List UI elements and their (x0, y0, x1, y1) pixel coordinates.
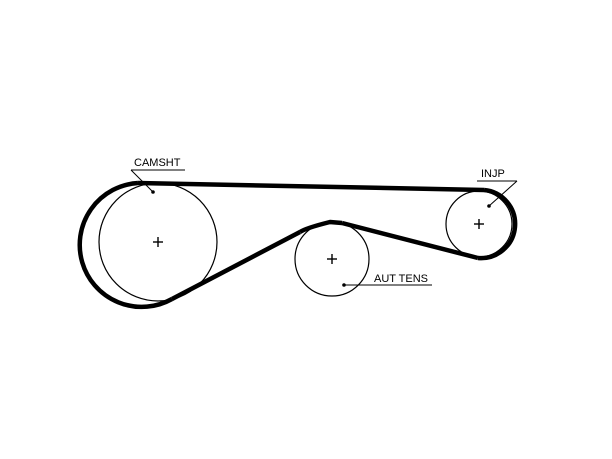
injection-pump-pulley-outline (445, 190, 513, 258)
camshaft-pulley-outline (98, 182, 218, 302)
belt-injp-wrap (477, 187, 518, 261)
belt-camshaft-wrap (77, 180, 174, 310)
camshaft-callout: CAMSHT (130, 157, 185, 194)
auto-tensioner-pulley-outline (294, 221, 370, 297)
injp-leader-diagonal (488, 180, 518, 207)
belt-lower-run-left (170, 230, 302, 301)
camshaft-leader-dot (151, 190, 155, 194)
belt-lower-run-right (341, 220, 479, 261)
camshaft-label: CAMSHT (134, 157, 181, 169)
injp-leader-dot (487, 204, 491, 208)
camshaft-leader-diagonal (130, 169, 154, 193)
auto-tensioner-pulley (294, 221, 370, 297)
auto-tensioner-label: AUT TENS (374, 273, 428, 285)
tensioner-leader-dot (342, 283, 346, 287)
injection-pump-pulley (445, 190, 513, 258)
injection-pump-callout: INJP (477, 168, 518, 208)
belt-top-run (137, 180, 485, 193)
injection-pump-label: INJP (481, 168, 505, 180)
camshaft-pulley (98, 182, 218, 302)
auto-tensioner-callout: AUT TENS (342, 273, 432, 287)
